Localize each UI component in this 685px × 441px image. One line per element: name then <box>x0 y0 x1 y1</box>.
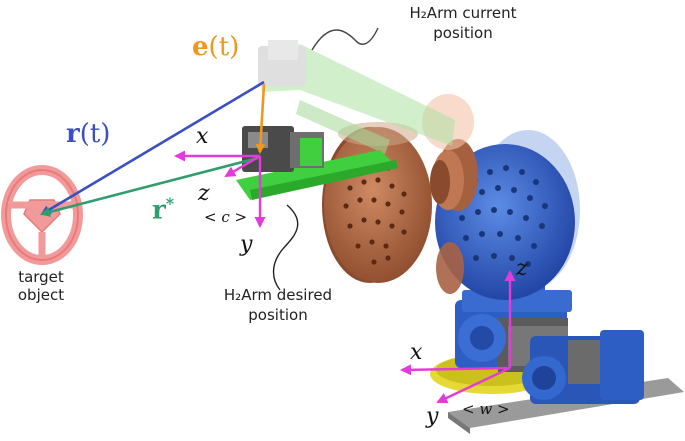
frame-w-axes <box>400 270 516 404</box>
frame-c-y-label: y <box>240 232 253 257</box>
frame-c-axes <box>174 150 266 228</box>
current-position-line2: position <box>433 24 493 42</box>
current-position-label: H₂Arm current position <box>388 6 538 41</box>
vector-r-star-label: r* <box>152 196 174 224</box>
frame-w-x-label: x <box>410 340 423 365</box>
arm-current-ghost <box>258 40 455 154</box>
frame-w-z-label: z <box>516 256 528 281</box>
desired-position-leader <box>272 204 299 291</box>
vector-e-label: e(t) <box>192 34 239 60</box>
target-line1: target <box>18 268 64 286</box>
arm-desired <box>236 126 398 200</box>
frame-c-z-label: z <box>198 181 210 206</box>
desired-position-label: H₂Arm desired position <box>203 288 353 323</box>
desired-position-line1: H₂Arm desired <box>223 286 333 304</box>
vector-r-star <box>40 156 259 217</box>
frame-w-y-label: y <box>426 404 439 429</box>
current-position-line1: H₂Arm current <box>409 4 517 22</box>
frame-w-name: < w > <box>462 400 510 418</box>
target-line2: object <box>17 286 65 304</box>
vector-e <box>255 83 266 154</box>
vector-r-star-sup: * <box>165 194 175 213</box>
vector-r-label: r(t) <box>66 121 110 147</box>
current-position-leader <box>311 27 379 51</box>
frame-c-name: < c > <box>204 208 248 226</box>
steering-wheel-icon <box>1 165 83 265</box>
vector-r <box>40 80 265 216</box>
target-object-label: target object <box>6 270 76 303</box>
vector-e-arg: (t) <box>208 32 240 62</box>
vector-r-star-symbol: r <box>152 195 166 226</box>
vector-r-symbol: r <box>66 119 80 149</box>
frame-c-x-label: x <box>196 124 209 149</box>
desired-position-line2: position <box>248 306 308 324</box>
vector-e-symbol: e <box>192 32 209 62</box>
vector-r-arg: (t) <box>79 119 111 149</box>
